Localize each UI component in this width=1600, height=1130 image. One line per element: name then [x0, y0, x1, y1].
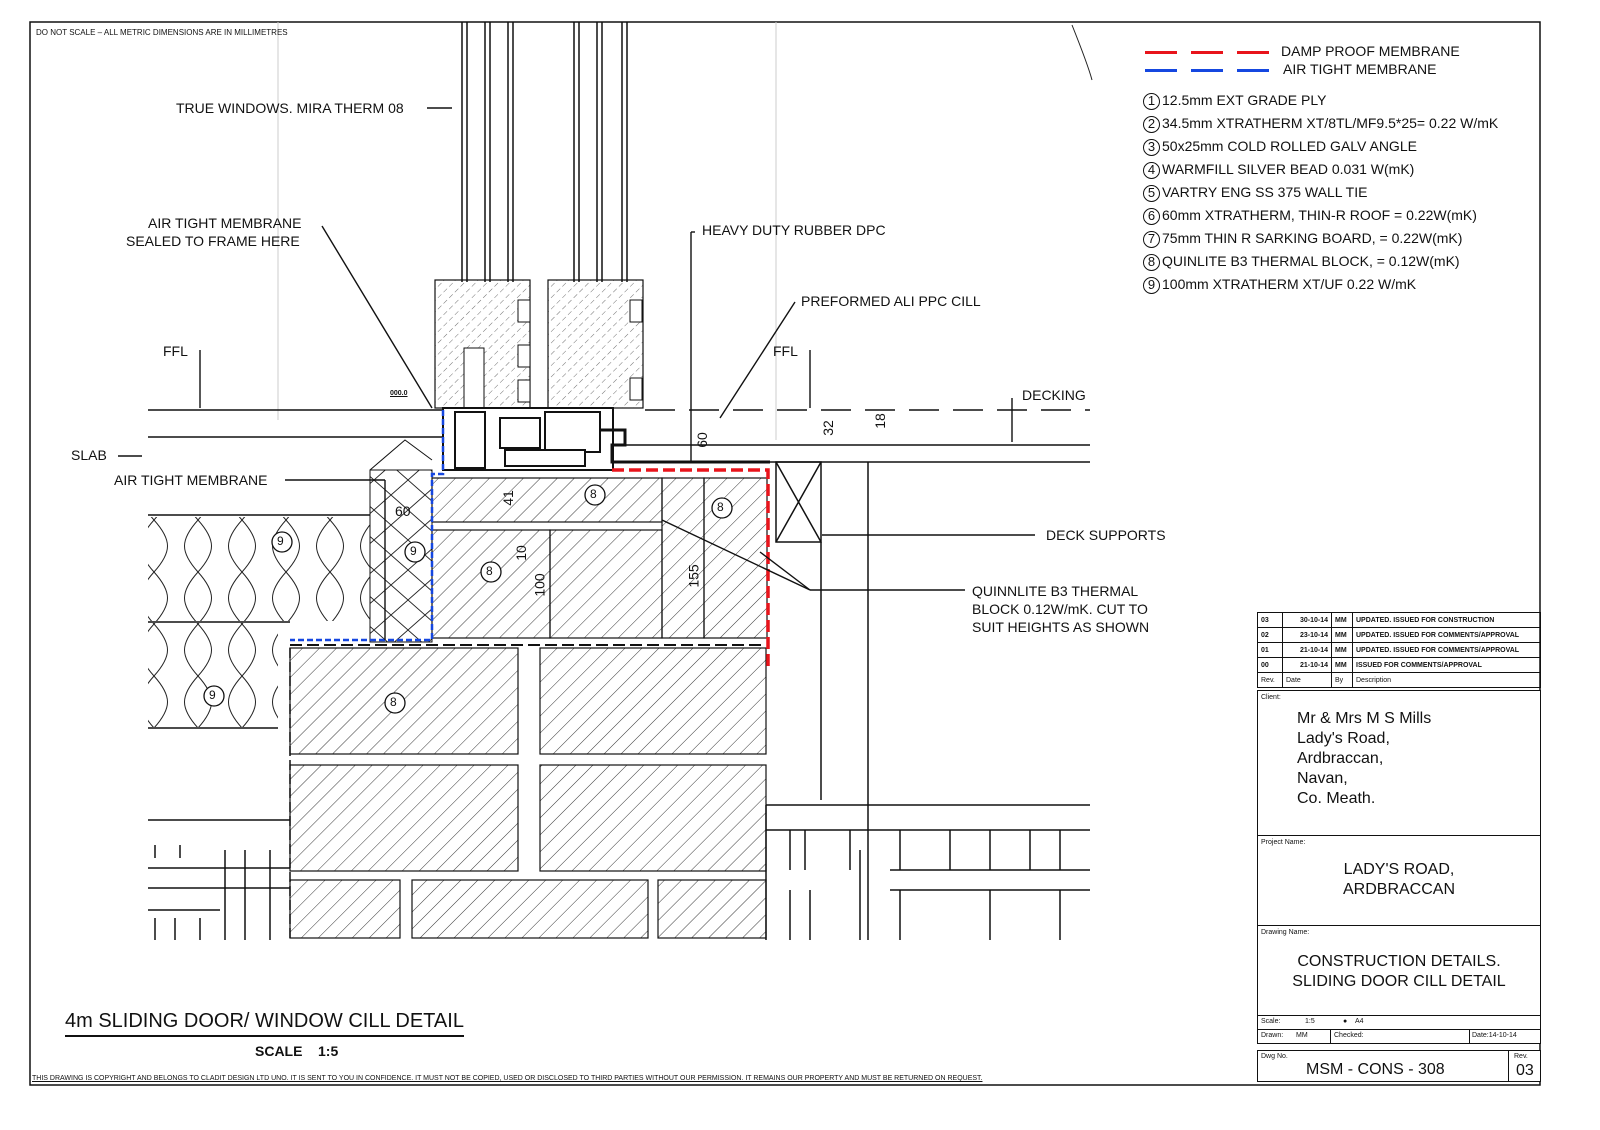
label-preformed-cill: PREFORMED ALI PPC CILL [801, 293, 981, 309]
callout-9: 9 [277, 534, 284, 548]
dim-41: 41 [499, 490, 516, 506]
drawing-number: MSM - CONS - 308 [1306, 1061, 1445, 1078]
dim-32: 32 [819, 420, 836, 436]
legend-atm-swatch [1145, 62, 1269, 80]
insulation-9-lower [148, 623, 278, 727]
label-decking: DECKING [1022, 387, 1086, 403]
callout-8: 8 [390, 695, 397, 709]
scale-row: Scale: 1:5 ● A4 [1257, 1015, 1541, 1030]
callout-8: 8 [717, 500, 724, 514]
thermal-blocks [289, 477, 768, 939]
legend-dpm-swatch [1145, 44, 1269, 62]
label-quinnlite-3: SUIT HEIGHTS AS SHOWN [972, 619, 1150, 635]
dim-60-insulation: 60 [395, 503, 411, 519]
level-marker: 000.0 [390, 390, 408, 397]
label-deck-supports: DECK SUPPORTS [1046, 527, 1166, 543]
copyright-notice: THIS DRAWING IS COPYRIGHT AND BELONGS TO… [32, 1075, 983, 1082]
callout-9: 9 [410, 544, 417, 558]
legend-dpm-label: DAMP PROOF MEMBRANE [1281, 43, 1460, 59]
dim-155: 155 [685, 564, 702, 588]
label-quinnlite-2: BLOCK 0.12W/mK. CUT TO [972, 601, 1148, 617]
dim-18: 18 [871, 413, 888, 429]
scale-warning-note: DO NOT SCALE – ALL METRIC DIMENSIONS ARE… [36, 28, 288, 37]
callout-9: 9 [209, 688, 216, 702]
label-air-tight-membrane: AIR TIGHT MEMBRANE [114, 472, 268, 488]
callout-8: 8 [486, 564, 493, 578]
window-frame [461, 22, 628, 282]
label-ffl-right: FFL [773, 343, 798, 359]
ground-pattern [148, 804, 1090, 940]
decking [625, 409, 1090, 940]
dim-100: 100 [531, 573, 548, 597]
sill-profile [442, 407, 770, 471]
label-air-tight-sealed-1: AIR TIGHT MEMBRANE [148, 215, 302, 231]
label-slab: SLAB [71, 447, 107, 463]
current-revision: 03 [1516, 1062, 1534, 1079]
client-address: Mr & Mrs M S Mills Lady's Road, Ardbracc… [1297, 710, 1432, 807]
callout-8: 8 [590, 487, 597, 501]
label-air-tight-sealed-2: SEALED TO FRAME HERE [126, 233, 300, 249]
insulation-9-upper [148, 517, 370, 621]
label-true-windows: TRUE WINDOWS. MIRA THERM 08 [176, 100, 404, 116]
label-ffl-left: FFL [163, 343, 188, 359]
drawing-number-box: Dwg No. MSM - CONS - 308 Rev. 03 [1257, 1050, 1541, 1082]
leader-lines [118, 107, 1035, 640]
drawing-title: 4m SLIDING DOOR/ WINDOW CILL DETAIL [65, 1010, 464, 1037]
drawn-row: Drawn: MM Checked: Date:14-10-14 [1257, 1029, 1541, 1044]
sheet-border [29, 21, 1541, 1086]
legend-atm-label: AIR TIGHT MEMBRANE [1283, 61, 1437, 77]
drawing-scale: SCALE 1:5 [255, 1043, 339, 1059]
dim-60-cill: 60 [693, 432, 710, 448]
client-box: Client: Mr & Mrs M S Mills Lady's Road, … [1257, 690, 1541, 836]
label-heavy-duty-dpc: HEAVY DUTY RUBBER DPC [702, 222, 886, 238]
damp-proof-membrane-line [612, 468, 770, 670]
label-quinnlite-1: QUINNLITE B3 THERMAL [972, 583, 1139, 599]
project-box: Project Name: LADY'S ROAD, ARDBRACCAN [1257, 835, 1541, 927]
drawing-name-box: Drawing Name: CONSTRUCTION DETAILS. SLID… [1257, 925, 1541, 1017]
project-name: LADY'S ROAD, ARDBRACCAN [1342, 861, 1455, 898]
dim-10: 10 [512, 545, 529, 561]
drawing-name: CONSTRUCTION DETAILS. SLIDING DOOR CILL … [1292, 953, 1506, 990]
